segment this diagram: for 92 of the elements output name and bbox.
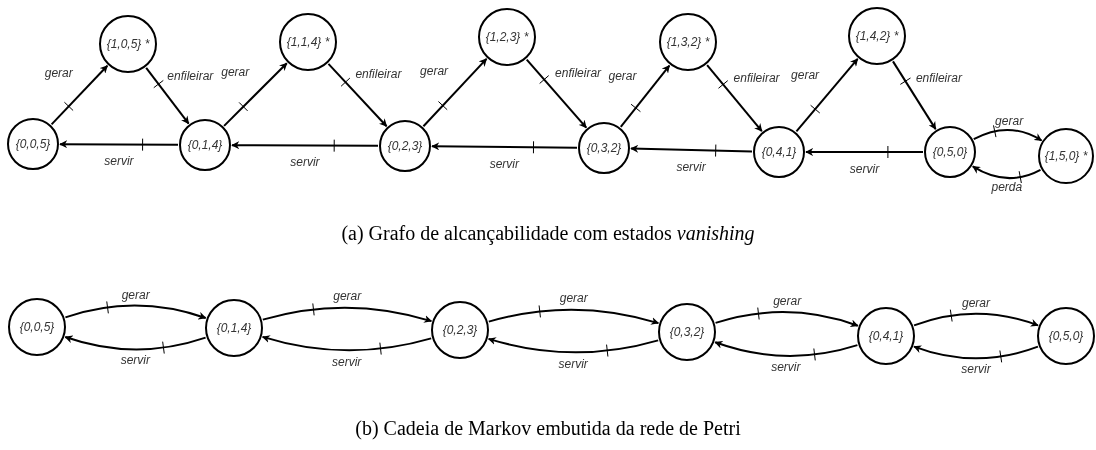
state-label: {1,0,5} *	[106, 37, 150, 51]
state-circle	[179, 119, 231, 171]
edge-label: enfileirar	[555, 65, 602, 80]
arrow	[261, 335, 433, 352]
arrow	[327, 62, 388, 128]
edge-label: gerar	[559, 291, 588, 305]
state-label: {0,4,1}	[761, 145, 797, 159]
arrow	[913, 312, 1039, 327]
edge-label: servir	[961, 362, 991, 376]
edge-label: gerar	[608, 69, 637, 84]
arrow	[630, 144, 753, 153]
arrow	[714, 340, 859, 357]
edge-label: gerar	[121, 287, 150, 302]
figure-caption: (a) Grafo de alcançabilidade com estados vanishing	[340, 222, 756, 245]
state-circle	[279, 13, 337, 71]
arrow	[487, 337, 660, 354]
arrow	[64, 304, 207, 320]
state-circle	[924, 126, 976, 178]
arrow	[487, 308, 660, 325]
edge-label: servir	[489, 157, 519, 171]
arrow	[525, 58, 588, 129]
state-label: {0,1,4}	[216, 321, 252, 335]
edge-label: gerar	[420, 64, 449, 78]
state-label: {0,5,0}	[932, 145, 968, 159]
edge-label: enfileirar	[915, 71, 962, 85]
state-label: {0,0,5}	[19, 320, 55, 334]
state-circle	[431, 301, 489, 359]
state-label: {0,0,5}	[15, 137, 51, 151]
state-circle	[478, 8, 536, 66]
edge-label: servir	[849, 162, 880, 176]
arrow	[892, 60, 937, 131]
arrow	[795, 57, 859, 133]
state-label: {0,3,2}	[669, 325, 705, 339]
arrow	[431, 142, 578, 151]
arrow	[706, 64, 763, 133]
edge-label: enfileirar	[167, 69, 214, 84]
state-label: {0,2,3}	[387, 139, 423, 153]
state-circle	[658, 303, 716, 361]
arrow	[619, 64, 671, 128]
edge-label: gerar	[791, 67, 820, 82]
state-label: {0,4,1}	[868, 329, 904, 343]
arrow	[261, 306, 433, 323]
state-label: {1,1,4} *	[286, 35, 330, 49]
arrow	[422, 57, 488, 128]
state-circle	[379, 120, 431, 172]
state-circle	[8, 298, 66, 356]
arrow	[971, 165, 1042, 180]
edge-label: servir	[771, 360, 801, 374]
edge-label: servir	[104, 154, 134, 169]
figure-caption: (b) Cadeia de Markov embutida da rede de Petri	[354, 417, 742, 440]
edge-label: perda	[991, 179, 1023, 194]
arrow	[805, 148, 924, 156]
state-label: {1,3,2} *	[666, 35, 710, 49]
edge-label: servir	[120, 353, 150, 368]
arrow	[972, 128, 1043, 142]
state-circle	[1038, 128, 1094, 184]
edge-label: servir	[290, 155, 320, 170]
arrow	[59, 140, 179, 149]
state-circle	[753, 126, 805, 178]
state-circle	[99, 15, 157, 73]
state-label: {1,4,2} *	[855, 29, 899, 43]
edge-label: gerar	[773, 294, 802, 308]
edge-label: servir	[558, 357, 588, 371]
state-label: {0,1,4}	[187, 138, 223, 152]
state-circle	[578, 122, 630, 174]
arrow	[913, 345, 1039, 360]
state-label: {0,5,0}	[1048, 329, 1084, 343]
edge-label: gerar	[221, 65, 250, 80]
edge-label: enfileirar	[355, 66, 402, 81]
state-circle	[7, 118, 59, 170]
state-label: {1,5,0} *	[1044, 149, 1088, 163]
edge-label: servir	[332, 355, 362, 369]
arrow	[223, 62, 288, 127]
state-label: {0,3,2}	[586, 141, 622, 155]
arrow	[231, 141, 379, 150]
state-label: {0,2,3}	[442, 323, 478, 337]
state-circle	[205, 299, 263, 357]
edge-label: gerar	[995, 114, 1024, 128]
arrow	[64, 335, 207, 351]
state-circle	[1037, 307, 1095, 365]
edge-label: gerar	[44, 66, 73, 81]
state-circle	[659, 13, 717, 71]
arrow	[145, 66, 190, 125]
arrow	[50, 64, 109, 126]
state-circle	[857, 307, 915, 365]
state-label: {1,2,3} *	[485, 30, 529, 44]
state-circle	[848, 7, 906, 65]
arrow	[714, 311, 859, 328]
edge-label: gerar	[333, 289, 362, 303]
edge-label: servir	[676, 160, 706, 174]
edge-label: enfileirar	[733, 70, 780, 85]
edge-label: gerar	[962, 296, 990, 310]
